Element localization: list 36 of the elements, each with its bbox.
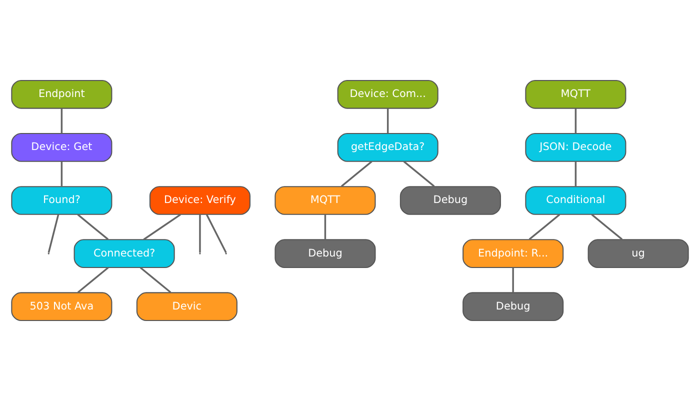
node-box: Endpoint: R... — [462, 238, 564, 268]
connector — [324, 214, 326, 239]
node-box: Conditional — [525, 186, 626, 214]
node-box: Connected? — [74, 238, 175, 268]
node-box: Devic — [136, 292, 238, 321]
connector — [199, 214, 201, 252]
connector — [143, 213, 181, 240]
node-box: Debug — [462, 292, 564, 321]
connector — [77, 213, 109, 240]
node-box: 503 Not Ava — [11, 292, 112, 321]
connector — [574, 161, 577, 186]
connector — [340, 160, 372, 186]
connector — [386, 108, 389, 133]
connector — [574, 108, 577, 133]
connector — [591, 213, 623, 240]
connector — [528, 213, 560, 240]
node-box: getEdgeData? — [337, 132, 438, 162]
connector — [206, 214, 227, 252]
connector — [512, 267, 514, 292]
node-box: Device: Com... — [337, 79, 438, 108]
connector — [77, 266, 109, 293]
node-box: JSON: Decode — [525, 132, 626, 162]
node-box: Endpoint — [11, 79, 112, 108]
connector — [48, 214, 60, 252]
connector — [60, 161, 63, 186]
node-box: Debug — [400, 186, 501, 214]
node-box: MQTT — [525, 79, 626, 108]
connector — [403, 160, 435, 186]
node-box: Device: Get — [11, 132, 112, 162]
node-box: Found? — [11, 186, 112, 214]
node-box: MQTT — [274, 186, 376, 214]
node-box: Debug — [274, 238, 376, 268]
node-box: ug — [588, 238, 689, 268]
connector — [140, 266, 172, 293]
connector — [60, 108, 63, 133]
node-box: Device: Verify — [149, 186, 250, 214]
